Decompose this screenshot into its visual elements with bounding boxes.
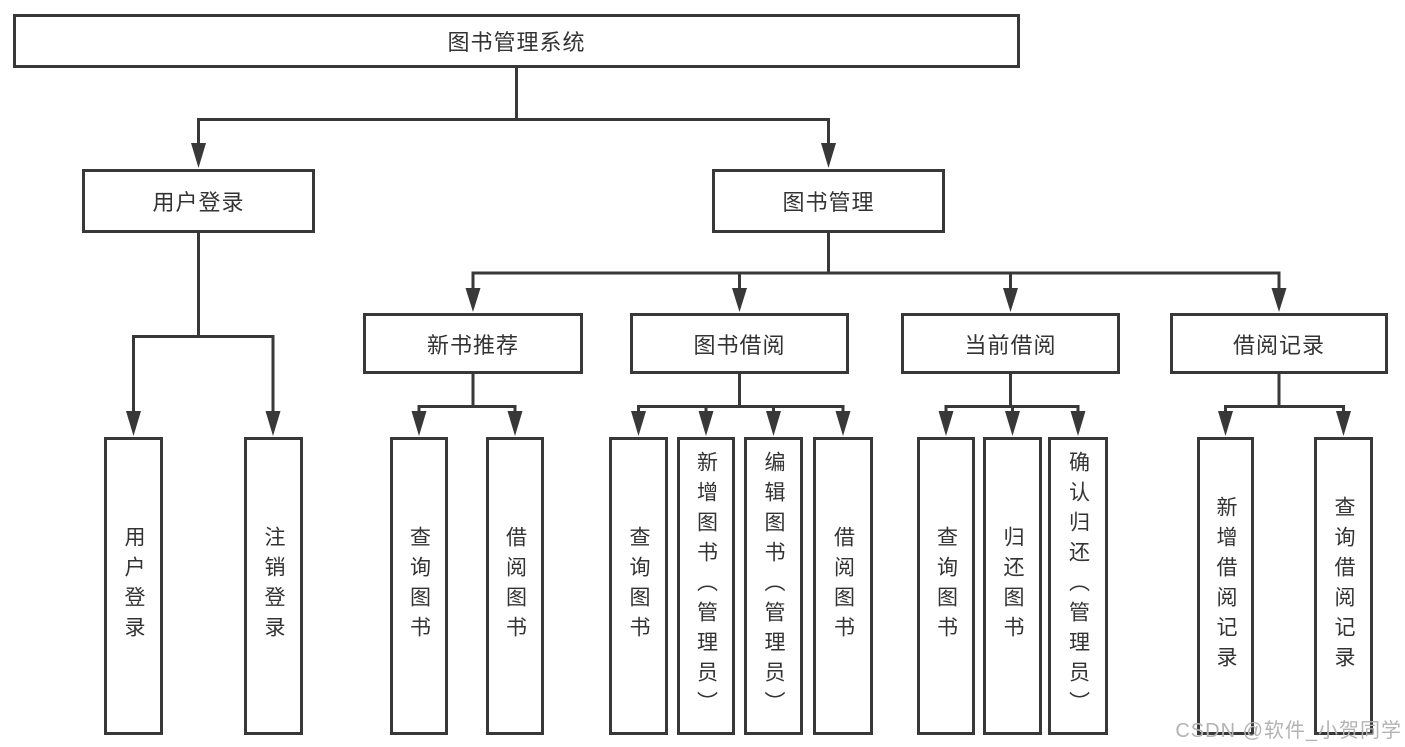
leaf-query-borrow-record: 查询借阅记录 [1314, 437, 1373, 735]
leaf-borrow-books-recommend: 借阅图书 [486, 437, 544, 735]
tree-branch-lines [132, 67, 1345, 414]
leaf-user-login: 用户登录 [104, 437, 163, 735]
csdn-watermark: CSDN @软件_小贺同学 [1175, 720, 1402, 742]
leaf-confirm-return-admin: 确认归还（管理员） [1048, 437, 1108, 735]
leaf-borrow-books: 借阅图书 [813, 437, 873, 735]
node-book-management: 图书管理 [712, 169, 945, 233]
node-book-borrow: 图书借阅 [630, 313, 849, 374]
node-new-book-recommend: 新书推荐 [363, 313, 583, 374]
leaf-query-books-recommend: 查询图书 [390, 437, 448, 735]
node-user-login: 用户登录 [82, 169, 315, 233]
leaf-query-books-current: 查询图书 [917, 437, 975, 735]
leaf-edit-book-admin: 编辑图书（管理员） [744, 437, 803, 735]
arrowheads [126, 143, 1351, 436]
leaf-query-books-borrow: 查询图书 [609, 437, 668, 735]
leaf-return-books: 归还图书 [983, 437, 1042, 735]
leaf-add-book-admin: 新增图书（管理员） [677, 437, 735, 735]
leaf-add-borrow-record: 新增借阅记录 [1197, 437, 1254, 735]
leaf-logout: 注销登录 [244, 437, 303, 735]
node-current-borrow: 当前借阅 [901, 313, 1120, 374]
node-borrow-records: 借阅记录 [1170, 313, 1388, 374]
node-root-system: 图书管理系统 [13, 14, 1020, 68]
